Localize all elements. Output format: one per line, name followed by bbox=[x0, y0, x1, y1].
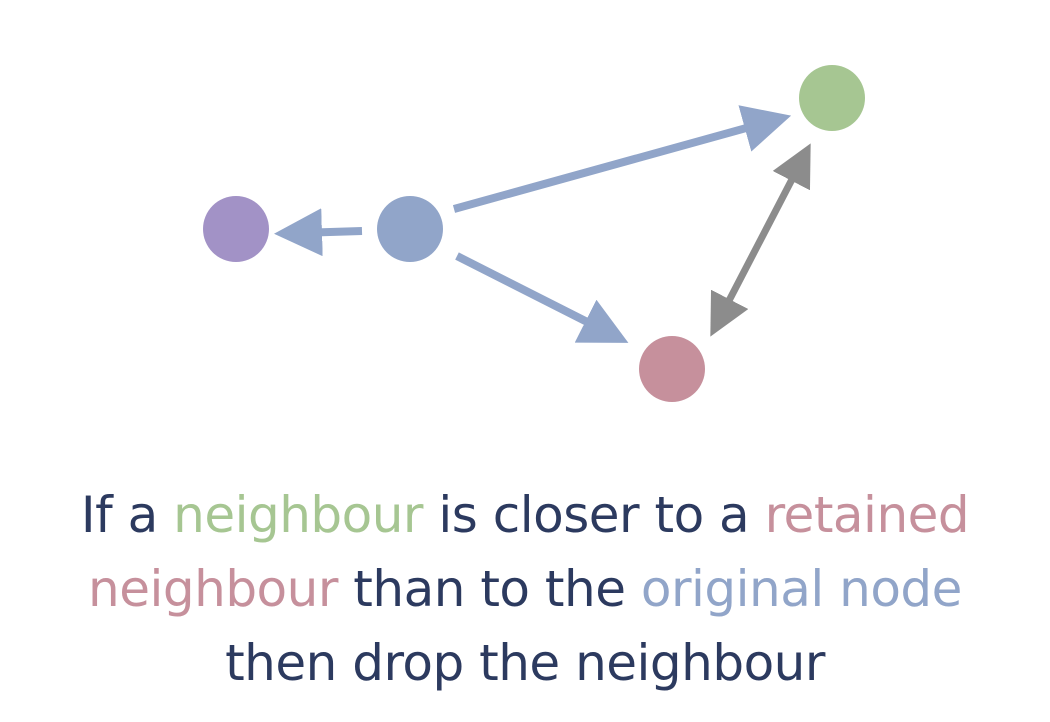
caption-line-3: then drop the neighbour bbox=[0, 626, 1050, 700]
caption-text: than to the bbox=[337, 560, 641, 618]
edge-original-to-other bbox=[274, 208, 363, 257]
node-other bbox=[203, 196, 269, 262]
caption-neighbour-highlight: neighbour bbox=[173, 486, 423, 544]
edge-neighbour-retained bbox=[710, 143, 811, 337]
edge-original-to-retained bbox=[455, 252, 629, 343]
caption-text: is closer to a bbox=[423, 486, 765, 544]
graph-diagram bbox=[203, 65, 865, 402]
caption-text: then drop the neighbour bbox=[225, 634, 825, 692]
caption-retained-highlight: retained bbox=[764, 486, 970, 544]
node-neighbour bbox=[799, 65, 865, 131]
caption-text: If a bbox=[80, 486, 174, 544]
caption: If a neighbour is closer to a retained n… bbox=[0, 478, 1050, 700]
edge-original-to-neighbour bbox=[452, 105, 792, 213]
caption-original-highlight: original node bbox=[640, 560, 963, 618]
caption-line-1: If a neighbour is closer to a retained bbox=[0, 478, 1050, 552]
caption-line-2: neighbour than to the original node bbox=[0, 552, 1050, 626]
node-original bbox=[377, 196, 443, 262]
caption-retained-highlight: neighbour bbox=[88, 560, 338, 618]
node-retained bbox=[639, 336, 705, 402]
